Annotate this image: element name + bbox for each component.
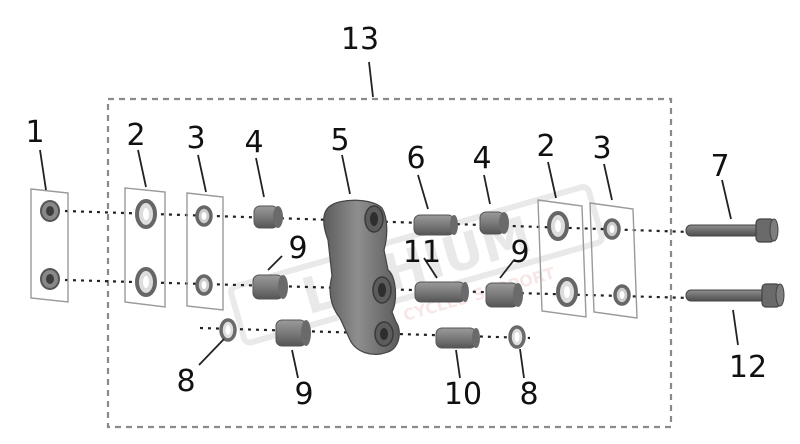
assembly-frame: [106, 97, 673, 429]
panel-part-1: [30, 188, 69, 303]
part-2-washers-left: [135, 199, 157, 297]
callout-3-right: 3: [592, 131, 611, 166]
part-1-bushings: [40, 200, 60, 290]
leader-lines: [39, 61, 739, 379]
part-8-washer-left: [219, 318, 237, 342]
part-12-bolt: [685, 283, 785, 308]
callout-4-right: 4: [472, 141, 491, 176]
callout-8-left: 8: [176, 364, 195, 399]
callout-9-upper: 9: [288, 231, 307, 266]
callout-5: 5: [330, 123, 349, 158]
part-4-bushing-right: [479, 211, 509, 235]
part-8-washer-right: [508, 325, 526, 349]
part-3-washers-right: [603, 218, 631, 306]
part-3-washers-left: [195, 205, 213, 296]
callout-8-right: 8: [519, 377, 538, 412]
callout-2-left: 2: [126, 118, 145, 153]
part-9-bushing-right: [485, 282, 523, 308]
panel-part-2-left: [124, 187, 166, 308]
part-9-bushing-upper: [252, 274, 288, 300]
callout-12: 12: [729, 350, 767, 385]
part-11-spacer: [414, 281, 469, 303]
callout-4-left: 4: [244, 125, 263, 160]
panel-part-2-right: [537, 199, 587, 318]
callout-7: 7: [710, 149, 729, 184]
panel-part-3-left: [186, 192, 224, 311]
part-10-spacer: [435, 327, 480, 349]
callout-13: 13: [341, 22, 379, 57]
part-4-bushing-left: [253, 205, 283, 229]
callout-10: 10: [444, 377, 482, 412]
callout-2-right: 2: [536, 129, 555, 164]
callout-11: 11: [403, 235, 441, 270]
part-9-bushing-lower: [275, 319, 311, 347]
panel-part-3-right: [589, 202, 638, 319]
callout-3-left: 3: [186, 121, 205, 156]
callout-6: 6: [406, 141, 425, 176]
part-5-rocker-link: [323, 199, 400, 355]
part-6-spacer: [413, 214, 458, 236]
part-2-washers-right: [547, 211, 578, 307]
callout-9-lower: 9: [294, 377, 313, 412]
callouts: 1 2 3 4 5 6 4 2 3 7 9 11 9 8 9 10 8 12 1…: [25, 22, 767, 412]
callout-9-right: 9: [510, 235, 529, 270]
callout-1: 1: [25, 115, 44, 150]
part-7-bolt: [685, 218, 779, 243]
